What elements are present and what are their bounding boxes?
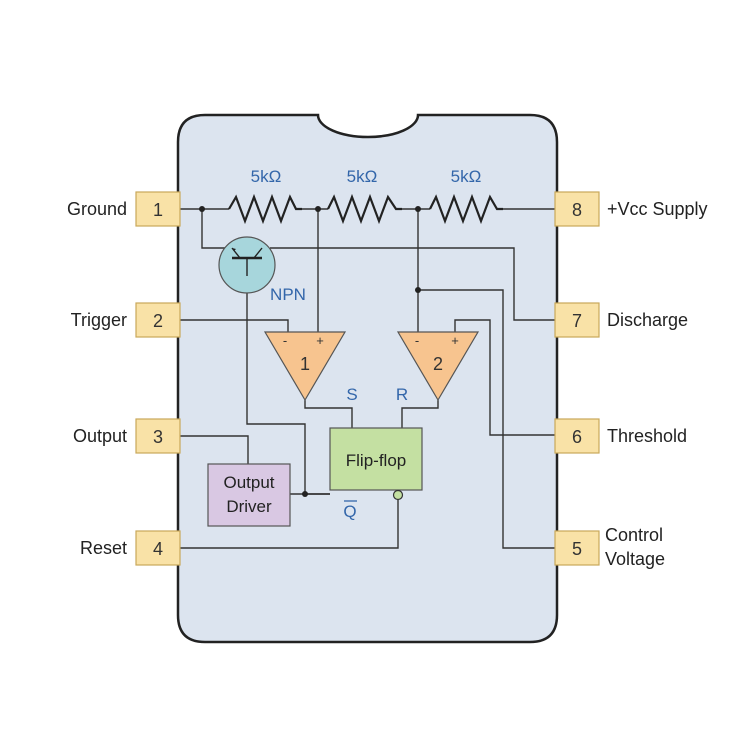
wire-control-voltage xyxy=(418,289,555,549)
comparator-2-number: 2 xyxy=(433,354,443,374)
pin-7 xyxy=(554,302,600,338)
junction-ground xyxy=(199,206,205,212)
pin-3 xyxy=(135,418,181,454)
pin-5-label-line2: Voltage xyxy=(605,549,665,569)
wire-threshold xyxy=(454,319,555,436)
npn-transistor xyxy=(218,236,276,294)
junction-r2-r3 xyxy=(415,206,421,212)
pin-7-label: Discharge xyxy=(607,310,688,330)
resistor-3-label: 5kΩ xyxy=(451,167,482,186)
wire-discharge xyxy=(270,247,555,321)
comparator-1 xyxy=(263,331,347,402)
resistor-1 xyxy=(228,193,302,225)
pin-4 xyxy=(135,530,181,566)
wire-ground-emitter xyxy=(201,209,232,249)
comparator-2-plus: + xyxy=(451,333,459,348)
wire-trigger xyxy=(180,319,289,332)
pin-4-label: Reset xyxy=(80,538,127,558)
pin-2-label: Trigger xyxy=(71,310,127,330)
flip-flop-block xyxy=(329,427,423,491)
resistor-2-label: 5kΩ xyxy=(347,167,378,186)
transistor-label: NPN xyxy=(270,285,306,304)
junction-control xyxy=(415,287,421,293)
pin-3-number: 3 xyxy=(153,427,163,447)
output-driver-block xyxy=(207,463,291,527)
flip-flop-qbar-label: Q xyxy=(343,502,356,521)
output-driver-line2: Driver xyxy=(226,497,272,516)
pin-6-number: 6 xyxy=(572,427,582,447)
wire-reset xyxy=(180,500,399,549)
flip-flop-s-label: S xyxy=(346,385,357,404)
comparator-2 xyxy=(396,331,480,402)
pin-8-number: 8 xyxy=(572,200,582,220)
resistor-3 xyxy=(429,193,503,225)
pin-2-number: 2 xyxy=(153,311,163,331)
pin-7-number: 7 xyxy=(572,311,582,331)
comparator-1-number: 1 xyxy=(300,354,310,374)
pin-3-label: Output xyxy=(73,426,127,446)
reset-bubble xyxy=(392,489,404,501)
wire-comp1-s xyxy=(304,400,353,428)
comparator-1-minus: - xyxy=(283,333,287,348)
pin-6-label: Threshold xyxy=(607,426,687,446)
pin-8-label: +Vcc Supply xyxy=(607,199,708,219)
flip-flop-r-label: R xyxy=(396,385,408,404)
comparator-2-minus: - xyxy=(415,333,419,348)
output-driver-line1: Output xyxy=(223,473,274,492)
pin-1 xyxy=(135,191,181,227)
flip-flop-label: Flip-flop xyxy=(346,451,406,470)
chip-body xyxy=(176,113,559,644)
junction-r1-r2 xyxy=(315,206,321,212)
pin-5-number: 5 xyxy=(572,539,582,559)
junction-qbar xyxy=(302,491,308,497)
pin-2 xyxy=(135,302,181,338)
comparator-1-plus: + xyxy=(316,333,324,348)
wire-comp2-r xyxy=(401,400,439,428)
pin-1-label: Ground xyxy=(67,199,127,219)
pin-4-number: 4 xyxy=(153,539,163,559)
pin-8 xyxy=(554,191,600,227)
pin-6 xyxy=(554,418,600,454)
pin-5 xyxy=(554,530,600,566)
pin-5-label-line1: Control xyxy=(605,525,663,545)
resistor-2 xyxy=(327,193,402,225)
pin-1-number: 1 xyxy=(153,200,163,220)
wire-output xyxy=(180,435,249,464)
resistor-1-label: 5kΩ xyxy=(251,167,282,186)
